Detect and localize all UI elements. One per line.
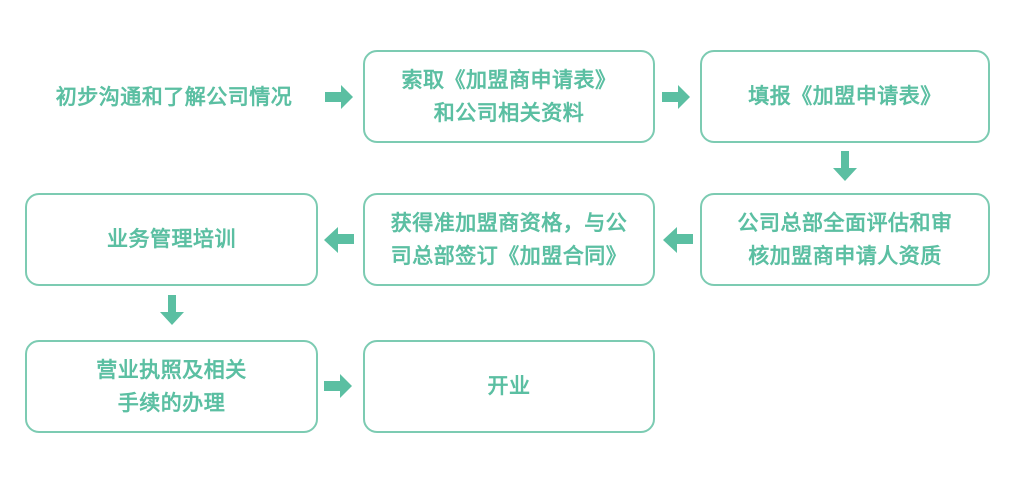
flow-node-business-license-procedures[interactable]: 营业执照及相关 手续的办理 [25, 340, 318, 433]
flow-node-initial-communication[interactable]: 初步沟通和了解公司情况 [38, 66, 310, 128]
flow-node-request-application-form[interactable]: 索取《加盟商申请表》 和公司相关资料 [363, 50, 655, 143]
flow-node-open-for-business[interactable]: 开业 [363, 340, 655, 433]
flow-node-label: 营业执照及相关 手续的办理 [96, 357, 247, 415]
flow-node-label: 初步沟通和了解公司情况 [55, 84, 293, 109]
flow-node-label: 开业 [487, 374, 531, 399]
flow-node-label: 填报《加盟申请表》 [748, 84, 942, 109]
arrow-step1-to-step2-icon [325, 85, 353, 109]
flow-node-headquarters-evaluation[interactable]: 公司总部全面评估和审 核加盟商申请人资质 [700, 193, 990, 286]
flow-node-label: 业务管理培训 [107, 227, 236, 252]
flow-node-label: 索取《加盟商申请表》 和公司相关资料 [401, 67, 617, 125]
arrow-step6-to-step7-icon [160, 295, 184, 325]
arrow-step2-to-step3-icon [662, 85, 690, 109]
flow-node-sign-franchise-contract[interactable]: 获得准加盟商资格，与公 司总部签订《加盟合同》 [363, 193, 655, 286]
flow-node-label: 公司总部全面评估和审 核加盟商申请人资质 [737, 210, 953, 268]
arrow-step7-to-step8-icon [324, 374, 352, 398]
flow-node-label: 获得准加盟商资格，与公 司总部签订《加盟合同》 [390, 210, 628, 268]
flow-node-business-management-training[interactable]: 业务管理培训 [25, 193, 318, 286]
arrow-step4-to-step5-icon [663, 227, 693, 253]
flow-node-submit-application-form[interactable]: 填报《加盟申请表》 [700, 50, 990, 143]
arrow-step3-to-step4-icon [833, 151, 857, 181]
arrow-step5-to-step6-icon [324, 227, 354, 253]
